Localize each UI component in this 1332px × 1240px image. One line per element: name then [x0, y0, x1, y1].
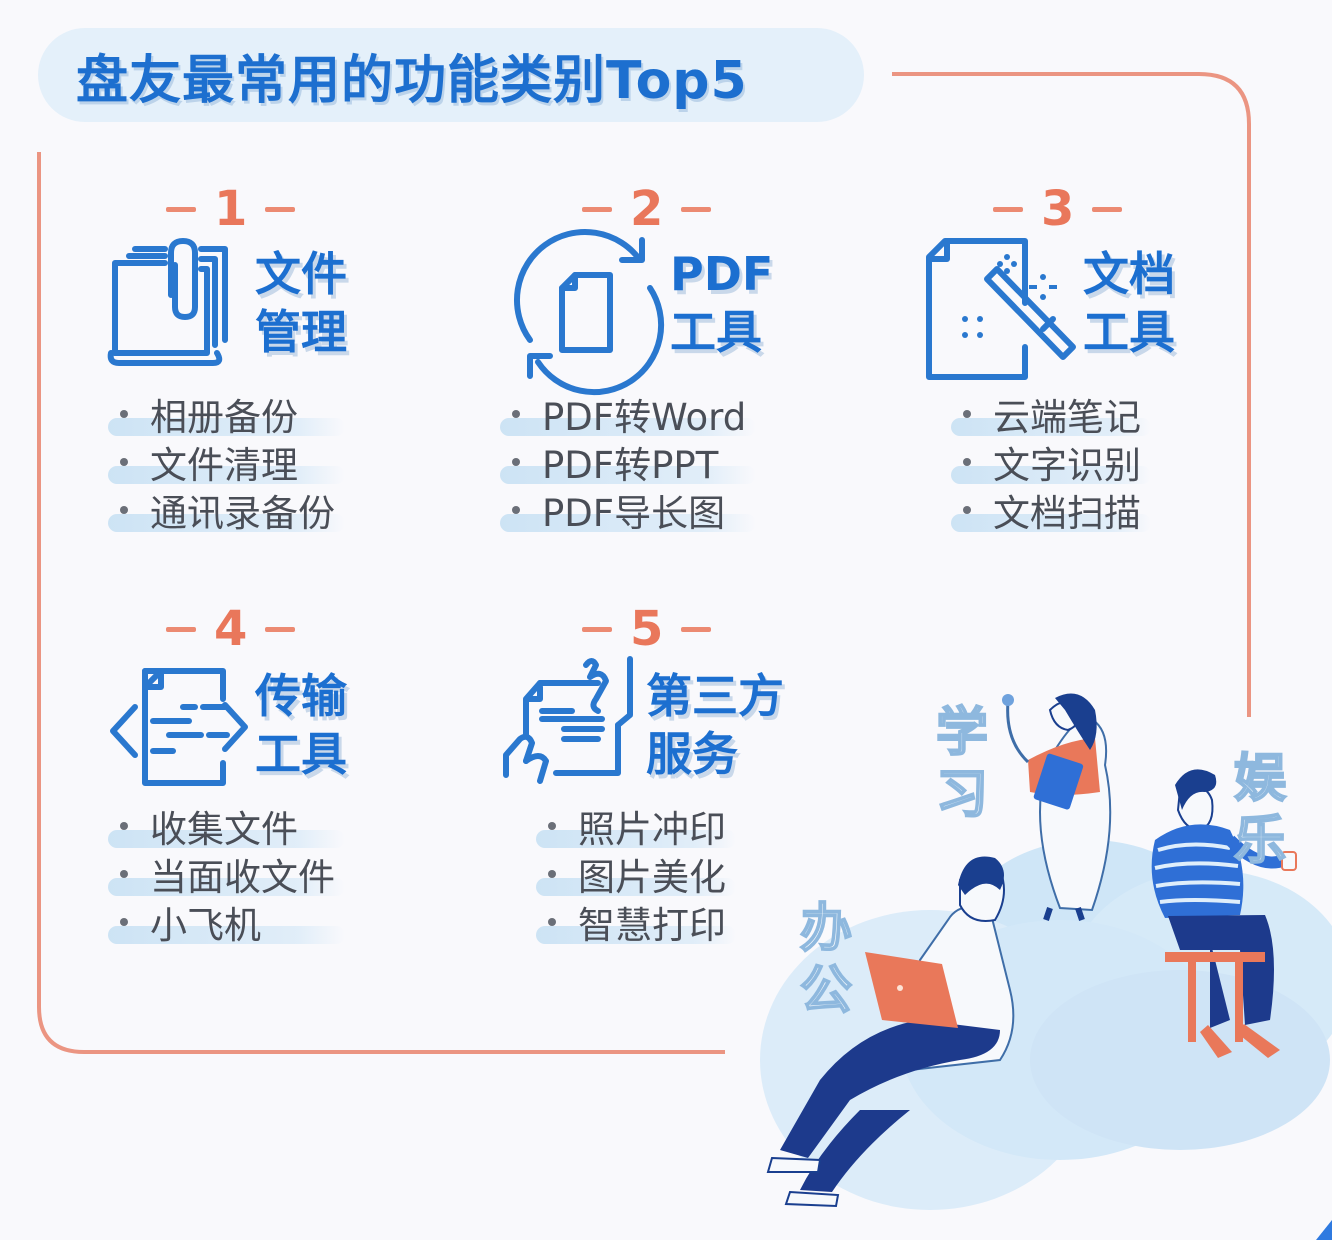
list-item: 智慧打印 [536, 898, 736, 947]
category-name: PDF 工具 [670, 247, 774, 359]
category-card-3: 3 文档 工具 云端笔记 文字识别 文档扫描 [915, 185, 1295, 545]
title-banner: 盘友最常用的功能类别Top5 [38, 28, 864, 122]
word-entertainment: 娱 乐 [1233, 748, 1287, 872]
list-item: 照片冲印 [536, 802, 736, 851]
rank-badge: 5 [582, 605, 712, 653]
paperclip-documents-icon [105, 235, 250, 366]
category-name: 文档 工具 [1083, 247, 1175, 359]
feature-list: 相册备份 文件清理 通讯录备份 [108, 390, 345, 535]
category-name: 传输 工具 [255, 669, 347, 781]
corner-decoration [1316, 1220, 1332, 1240]
category-card-1: 1 文件 管理 相册备份 文件清理 通讯录备份 [100, 185, 480, 545]
word-study: 学 习 [935, 702, 989, 826]
stool-man-figure [1151, 769, 1297, 1058]
laptop-man-figure [766, 856, 1015, 1208]
list-item: 文档扫描 [951, 486, 1151, 535]
page-title: 盘友最常用的功能类别Top5 [76, 50, 748, 111]
category-card-4: 4 传输 工具 收集文件 当面收文件 小飞机 [100, 605, 480, 965]
list-item: 文字识别 [951, 438, 1151, 487]
document-magic-wand-icon [925, 237, 1085, 382]
rank-badge: 1 [166, 185, 296, 233]
list-item: 通讯录备份 [108, 486, 345, 535]
category-card-2: 2 PDF 工具 PDF转Word PDF转PPT PDF导长图 [500, 185, 880, 545]
woman-figure [1002, 693, 1112, 921]
rank-badge: 2 [582, 185, 712, 233]
list-item: PDF导长图 [500, 486, 757, 535]
list-item: 文件清理 [108, 438, 345, 487]
list-item: 相册备份 [108, 390, 345, 439]
feature-list: 收集文件 当面收文件 小飞机 [108, 802, 345, 947]
list-item: 当面收文件 [108, 850, 345, 899]
list-item: PDF转Word [500, 390, 757, 439]
list-item: PDF转PPT [500, 438, 757, 487]
list-item: 收集文件 [108, 802, 345, 851]
list-item: 云端笔记 [951, 390, 1151, 439]
rank-badge: 4 [166, 605, 296, 653]
word-office: 办 公 [799, 898, 853, 1022]
feature-list: PDF转Word PDF转PPT PDF导长图 [500, 390, 757, 535]
feature-list: 云端笔记 文字识别 文档扫描 [951, 390, 1151, 535]
rank-badge: 3 [993, 185, 1123, 233]
hands-holding-document-icon [502, 655, 642, 795]
document-transfer-arrows-icon [105, 665, 250, 790]
category-card-5: 5 第三方 服务 照片冲印 图片美化 智慧打印 [500, 605, 880, 965]
category-name: 第三方 服务 [646, 669, 784, 781]
list-item: 小飞机 [108, 898, 345, 947]
feature-list: 照片冲印 图片美化 智慧打印 [536, 802, 736, 947]
document-convert-cycle-icon [510, 229, 665, 396]
people-illustration: 学 习 娱 乐 办 公 [760, 680, 1332, 1240]
category-name: 文件 管理 [255, 247, 347, 359]
list-item: 图片美化 [536, 850, 736, 899]
